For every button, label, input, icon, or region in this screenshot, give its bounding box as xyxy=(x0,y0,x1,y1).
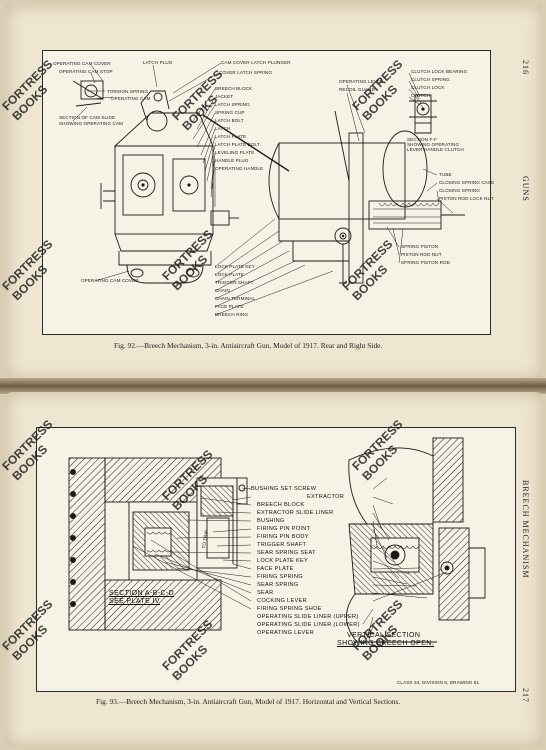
label-bushing-set-screw: BUSHING SET SCREW xyxy=(251,486,317,492)
section-abcd-title: SECTION A-B-C-D xyxy=(109,590,175,597)
label-chain-terminal: CHAIN TERMINAL xyxy=(215,296,256,301)
label-chain: CHAIN xyxy=(215,288,230,293)
figure-92-drawing xyxy=(72,62,465,316)
label-operating-slide-liner-upper: OPERATING SLIDE LINER (UPPER) xyxy=(257,614,359,620)
class-division-drawing-note: CLASS 34, DIVISION 6, DRAWING 51 xyxy=(397,680,480,685)
label-firing-pin-point: FIRING PIN POINT xyxy=(257,526,311,532)
label-lock-plate-key: LOCK PLATE KEY xyxy=(215,264,255,269)
label-latch-spring: LATCH SPRING xyxy=(215,102,250,107)
figure-92-caption: Fig. 92.—Breech Mechanism, 3-in. Antiair… xyxy=(114,341,383,350)
label-latch-plug: LATCH PLUG xyxy=(143,60,173,65)
label-cam-cover-latch-plunger: CAM COVER LATCH PLUNGER xyxy=(221,60,291,65)
label-latch-plate-bolt: LATCH PLATE BOLT xyxy=(215,142,260,147)
label-spring-cup: SPRING CUP xyxy=(215,110,245,115)
figure-92-plate: OPERATING CAM COVER OPERATING CAM STOP T… xyxy=(42,50,495,335)
running-head-guns: GUNS xyxy=(521,176,530,202)
label-sear-spring: SEAR SPRING xyxy=(257,582,299,588)
page-number-217: 217 xyxy=(521,688,530,703)
page-number-216: 216 xyxy=(521,60,530,75)
label-showing-operating-cam: SHOWING OPERATING CAM xyxy=(59,121,124,126)
label-section-f-f: SECTION F-F xyxy=(407,137,437,142)
figure-93-caption: Fig. 93.—Breech Mechanism, 3-in. Antiair… xyxy=(96,697,401,706)
label-extractor: EXTRACTOR xyxy=(307,494,345,500)
label-bushing: BUSHING xyxy=(257,518,285,524)
label-spring-piston-rod: SPRING PISTON ROD xyxy=(401,260,451,265)
label-lever-handle-clutch: LEVER HANDLE CLUTCH xyxy=(407,147,464,152)
label-cocking-lever: COCKING LEVER xyxy=(257,598,307,604)
label-cover-latch-spring: COVER LATCH SPRING xyxy=(219,70,273,75)
label-breech-ring: BREECH RING xyxy=(215,312,249,317)
label-face-plate: FACE PLATE xyxy=(257,566,294,572)
label-latch: LATCH xyxy=(215,126,231,131)
label-section-cam-slide: SECTION OF CAM SLIDE xyxy=(59,115,116,120)
label-showing-operating: SHOWING OPERATING xyxy=(407,142,460,147)
vertical-section-title: VERTICAL SECTION xyxy=(347,632,421,639)
label-closing-spring-case: CLOSING SPRING CASE xyxy=(439,180,495,185)
figure-93-plate: BUSHING SET SCREW EXTRACTOR BREECH BLOCK… xyxy=(36,427,516,692)
label-operating-cam-cover-lower: OPERATING CAM COVER xyxy=(81,278,139,283)
label-closing-spring: CLOSING SPRING xyxy=(439,188,480,193)
label-lock-plate: LOCK PLATE xyxy=(215,272,244,277)
label-clutch: CLUTCH xyxy=(411,93,431,98)
label-clutch-lock: CLUTCH LOCK xyxy=(411,85,445,90)
label-firing-spring: FIRING SPRING xyxy=(257,574,303,580)
label-operating-cam-cover: OPERATING CAM COVER xyxy=(53,61,111,66)
label-operating-handle: OPERATING HANDLE xyxy=(215,166,264,171)
label-spring-piston: SPRING PISTON xyxy=(401,244,439,249)
label-extractor-slide-liner: EXTRACTOR SLIDE LINER xyxy=(257,510,334,516)
label-tube: TUBE xyxy=(439,172,452,177)
label-jacket: JACKET xyxy=(215,94,234,99)
label-sear: SEAR xyxy=(257,590,274,596)
label-torsion-spring: TORSION SPRING xyxy=(107,89,149,94)
label-breech-block: BREECH BLOCK xyxy=(257,502,305,508)
label-clutch-spring: CLUTCH SPRING xyxy=(411,77,450,82)
label-operating-cam: OPERATING CAM xyxy=(111,96,151,101)
label-trigger-shaft: TRIGGER SHAFT xyxy=(257,542,307,548)
label-lock-plate-key: LOCK PLATE KEY xyxy=(257,558,309,564)
label-latch-plate: LATCH PLATE xyxy=(215,134,247,139)
label-operating-lever: OPERATING LEVER xyxy=(257,630,314,636)
label-face-plate: FACE PLATE xyxy=(215,304,244,309)
section-abcd-subtitle: SEE PLATE IV xyxy=(109,598,160,605)
label-recoil-guard: RECOIL GUARD xyxy=(339,87,375,92)
label-handle-plug: HANDLE PLUG xyxy=(215,158,249,163)
label-sear-spring-seat: SEAR SPRING SEAT xyxy=(257,550,316,556)
running-head-breech-mechanism: BREECH MECHANISM xyxy=(521,480,530,579)
label-breech-block: BREECH BLOCK xyxy=(215,86,253,91)
label-operating-slide-liner-lower: OPERATING SLIDE LINER (LOWER) xyxy=(257,622,360,628)
label-latch-bolt: LATCH BOLT xyxy=(215,118,244,123)
book-gutter xyxy=(0,378,546,394)
figure-93-drawing xyxy=(68,437,486,643)
label-trigger-shaft: TRIGGER SHAFT xyxy=(215,280,254,285)
label-clutch-lock-bearing: CLUTCH LOCK BEARING xyxy=(411,69,468,74)
label-operating-lever: OPERATING LEVER xyxy=(339,79,384,84)
vertical-section-subtitle: SHOWING BREECH OPEN. xyxy=(337,640,435,647)
label-operating-cam-stop: OPERATING CAM STOP xyxy=(59,69,113,74)
label-piston-rod-nut: PISTON ROD NUT xyxy=(401,252,442,257)
label-firing-pin-body: FIRING PIN BODY xyxy=(257,534,309,540)
label-piston-rod-lock-nut: PISTON ROD LOCK NUT xyxy=(439,196,494,201)
label-leveling-plate: LEVELING PLATE xyxy=(215,150,255,155)
label-firing-spring-shoe: FIRING SPRING SHOE xyxy=(257,606,322,612)
